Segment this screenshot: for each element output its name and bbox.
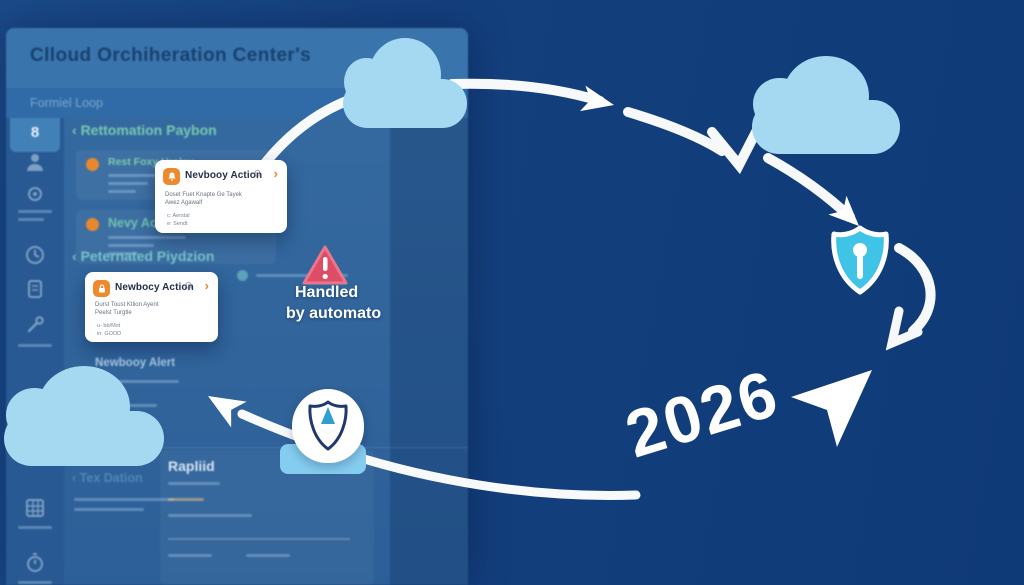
right-panel-strip — [390, 118, 468, 585]
breadcrumb: Formiel Loop — [30, 96, 103, 110]
card-description: Doset Fuet Knapte Ge Tayek — [165, 192, 242, 198]
blurred-text-line — [168, 482, 220, 485]
cloud-icon — [4, 366, 164, 466]
bell-icon[interactable] — [183, 281, 194, 292]
arc-cloud-to-shield — [763, 153, 855, 222]
blurred-text-line — [108, 182, 148, 185]
arc-mid-to-chevron — [623, 107, 727, 156]
blurred-text-line — [74, 508, 144, 511]
lock-icon — [98, 284, 105, 292]
action-card-1[interactable]: Nevbooy Action › Doset Fuet Knapte Ge Ta… — [155, 160, 287, 233]
blurred-text-line — [18, 526, 52, 529]
hook-chevron-icon — [885, 306, 923, 351]
year-arrowhead-icon — [791, 370, 872, 447]
sidebar: 8 — [6, 118, 64, 585]
blurred-text-line — [168, 554, 212, 557]
back-chevron-icon: ‹ — [72, 122, 77, 138]
card-meta: c: Aerstal — [167, 213, 190, 219]
gear-icon[interactable] — [23, 182, 47, 206]
blurred-text-line — [18, 581, 52, 584]
card-meta: e: Sendt — [167, 221, 188, 227]
blurred-text-line — [168, 514, 252, 517]
chevron-arrowhead-icon — [707, 125, 762, 175]
triangle-icon — [321, 407, 335, 424]
bell-icon[interactable] — [252, 169, 263, 180]
back-chevron-icon: ‹ — [72, 248, 77, 264]
status-dot-icon — [86, 218, 99, 231]
card-meta: in: GOOD — [97, 331, 122, 337]
bell-icon — [168, 172, 175, 181]
arrowhead-icon — [579, 85, 614, 112]
section-divider — [64, 447, 468, 448]
blurred-text-line — [18, 344, 52, 347]
accent-line — [168, 498, 204, 501]
section-header-bottom[interactable]: ‹ Tex Dation — [72, 471, 143, 485]
blurred-text-line — [108, 244, 154, 247]
blurred-text-line — [74, 498, 174, 501]
blurred-text-line — [18, 210, 52, 213]
blurred-text-line — [256, 274, 348, 277]
blurred-text-line — [95, 380, 179, 383]
action-card-2[interactable]: Newbocy Action › Durst Toust Ktlion Ayen… — [85, 272, 218, 342]
section-header-remediated[interactable]: ‹ Peternated Piydzion — [72, 248, 215, 264]
cloud-icon — [752, 56, 900, 154]
handled-label-line2: by automato — [286, 305, 382, 322]
blurred-text-line — [108, 252, 138, 255]
security-shield-icon — [831, 225, 889, 295]
user-icon[interactable] — [23, 150, 47, 174]
arc-cloud-to-mid — [447, 78, 605, 106]
arrowhead-icon — [828, 195, 859, 226]
blurred-text-line — [108, 236, 186, 239]
page-title: Clloud Orchiheration Center's — [30, 45, 312, 66]
blurred-text-line — [108, 190, 136, 193]
lock-badge — [93, 280, 110, 297]
status-dot-icon — [86, 158, 99, 171]
document-icon[interactable] — [23, 277, 47, 301]
warning-triangle-icon — [302, 245, 348, 285]
grid-icon[interactable] — [23, 496, 47, 520]
card-title: Newbocy Action — [115, 282, 194, 293]
card-title: Nevbooy Action — [185, 170, 263, 181]
card-meta: u- bb/Mot — [97, 323, 121, 329]
panel-title: Rapliid — [168, 458, 215, 474]
clock-icon[interactable] — [23, 243, 47, 267]
blurred-text-line — [246, 554, 290, 557]
sidebar-item-active[interactable]: 8 — [10, 118, 60, 152]
status-circle-icon — [237, 270, 248, 281]
handled-label-line1: Handled — [295, 284, 359, 301]
blurred-text-line — [108, 174, 170, 177]
timer-icon[interactable] — [23, 551, 47, 575]
alert-badge — [163, 168, 180, 185]
back-chevron-icon: ‹ — [72, 471, 77, 485]
chevron-right-icon[interactable]: › — [273, 166, 278, 181]
row-title[interactable]: Newbooy Alert — [95, 357, 176, 369]
card-description: Awez Agawalf — [165, 200, 203, 206]
shield-emblem — [292, 389, 364, 463]
detail-panel: Rapliid — [160, 450, 374, 585]
blurred-text-line — [18, 218, 44, 221]
input-line[interactable] — [168, 538, 350, 540]
arrowhead-icon — [208, 396, 247, 428]
section-header-automation[interactable]: ‹ Rettomation Paybon — [72, 122, 217, 138]
wrench-icon[interactable] — [23, 313, 47, 337]
card-description: Peelst Turgtle — [95, 310, 132, 316]
chevron-right-icon[interactable]: › — [204, 278, 209, 293]
hook-arc — [894, 243, 936, 336]
card-description: Durst Toust Ktlion Ayent — [95, 302, 159, 308]
cloud-icon — [343, 38, 467, 128]
